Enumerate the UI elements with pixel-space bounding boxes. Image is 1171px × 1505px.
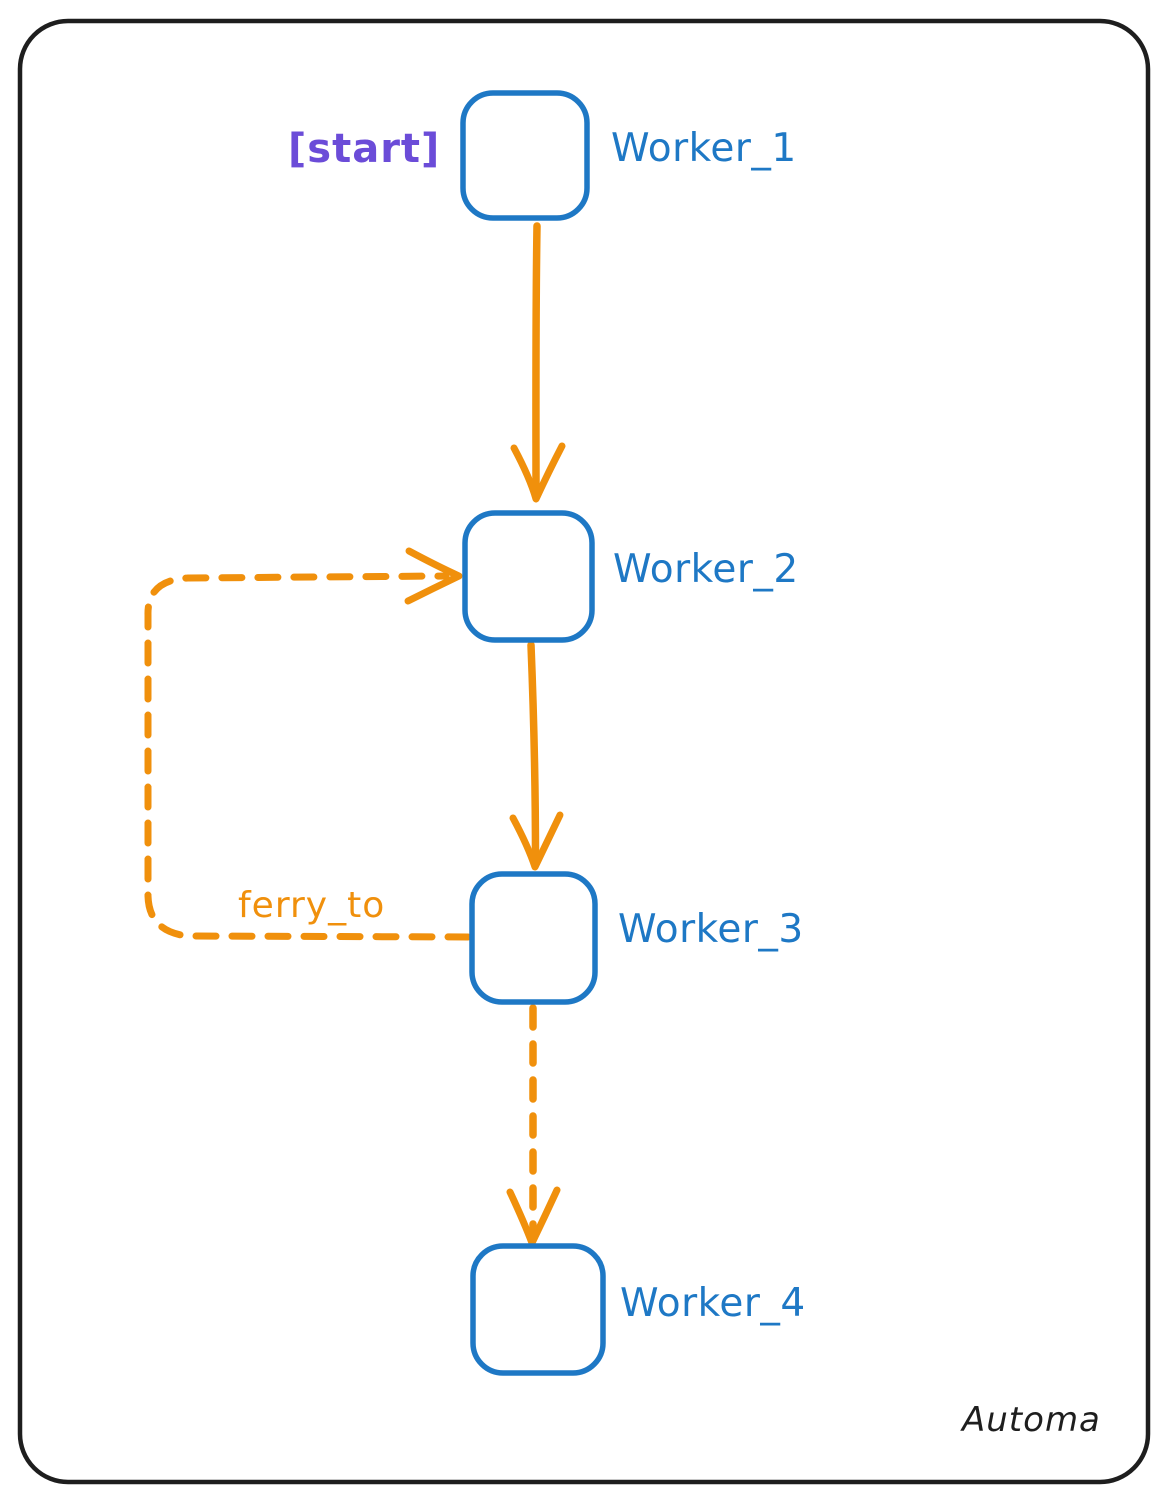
edge-worker2-to-worker3[interactable] xyxy=(509,641,564,871)
node-label-worker-2: Worker_2 xyxy=(613,547,799,592)
node-label-worker-1: Worker_1 xyxy=(611,126,797,171)
edge-line xyxy=(532,222,541,496)
node-worker-4[interactable] xyxy=(470,1243,606,1376)
edge-line xyxy=(527,641,540,864)
arrowhead-down-icon xyxy=(509,811,564,871)
edge-worker3-to-worker4[interactable] xyxy=(506,1004,561,1247)
node-worker-2[interactable] xyxy=(462,510,595,643)
edge-line xyxy=(144,572,472,941)
arrowhead-right-icon xyxy=(404,547,463,605)
brand-watermark: Automa xyxy=(962,1400,1101,1440)
node-label-worker-3: Worker_3 xyxy=(618,907,804,952)
node-worker-1[interactable] xyxy=(460,90,590,221)
node-label-worker-4: Worker_4 xyxy=(620,1281,806,1326)
edge-label-ferry-to: ferry_to xyxy=(238,885,386,926)
edge-worker1-to-worker2[interactable] xyxy=(510,222,566,503)
arrowhead-down-icon xyxy=(510,442,566,503)
start-annotation: [start] xyxy=(288,126,441,172)
arrowhead-down-icon xyxy=(506,1186,561,1247)
edge-worker3-to-worker2-loop[interactable] xyxy=(144,547,472,941)
node-worker-3[interactable] xyxy=(469,871,598,1005)
frame-border xyxy=(17,18,1151,1485)
